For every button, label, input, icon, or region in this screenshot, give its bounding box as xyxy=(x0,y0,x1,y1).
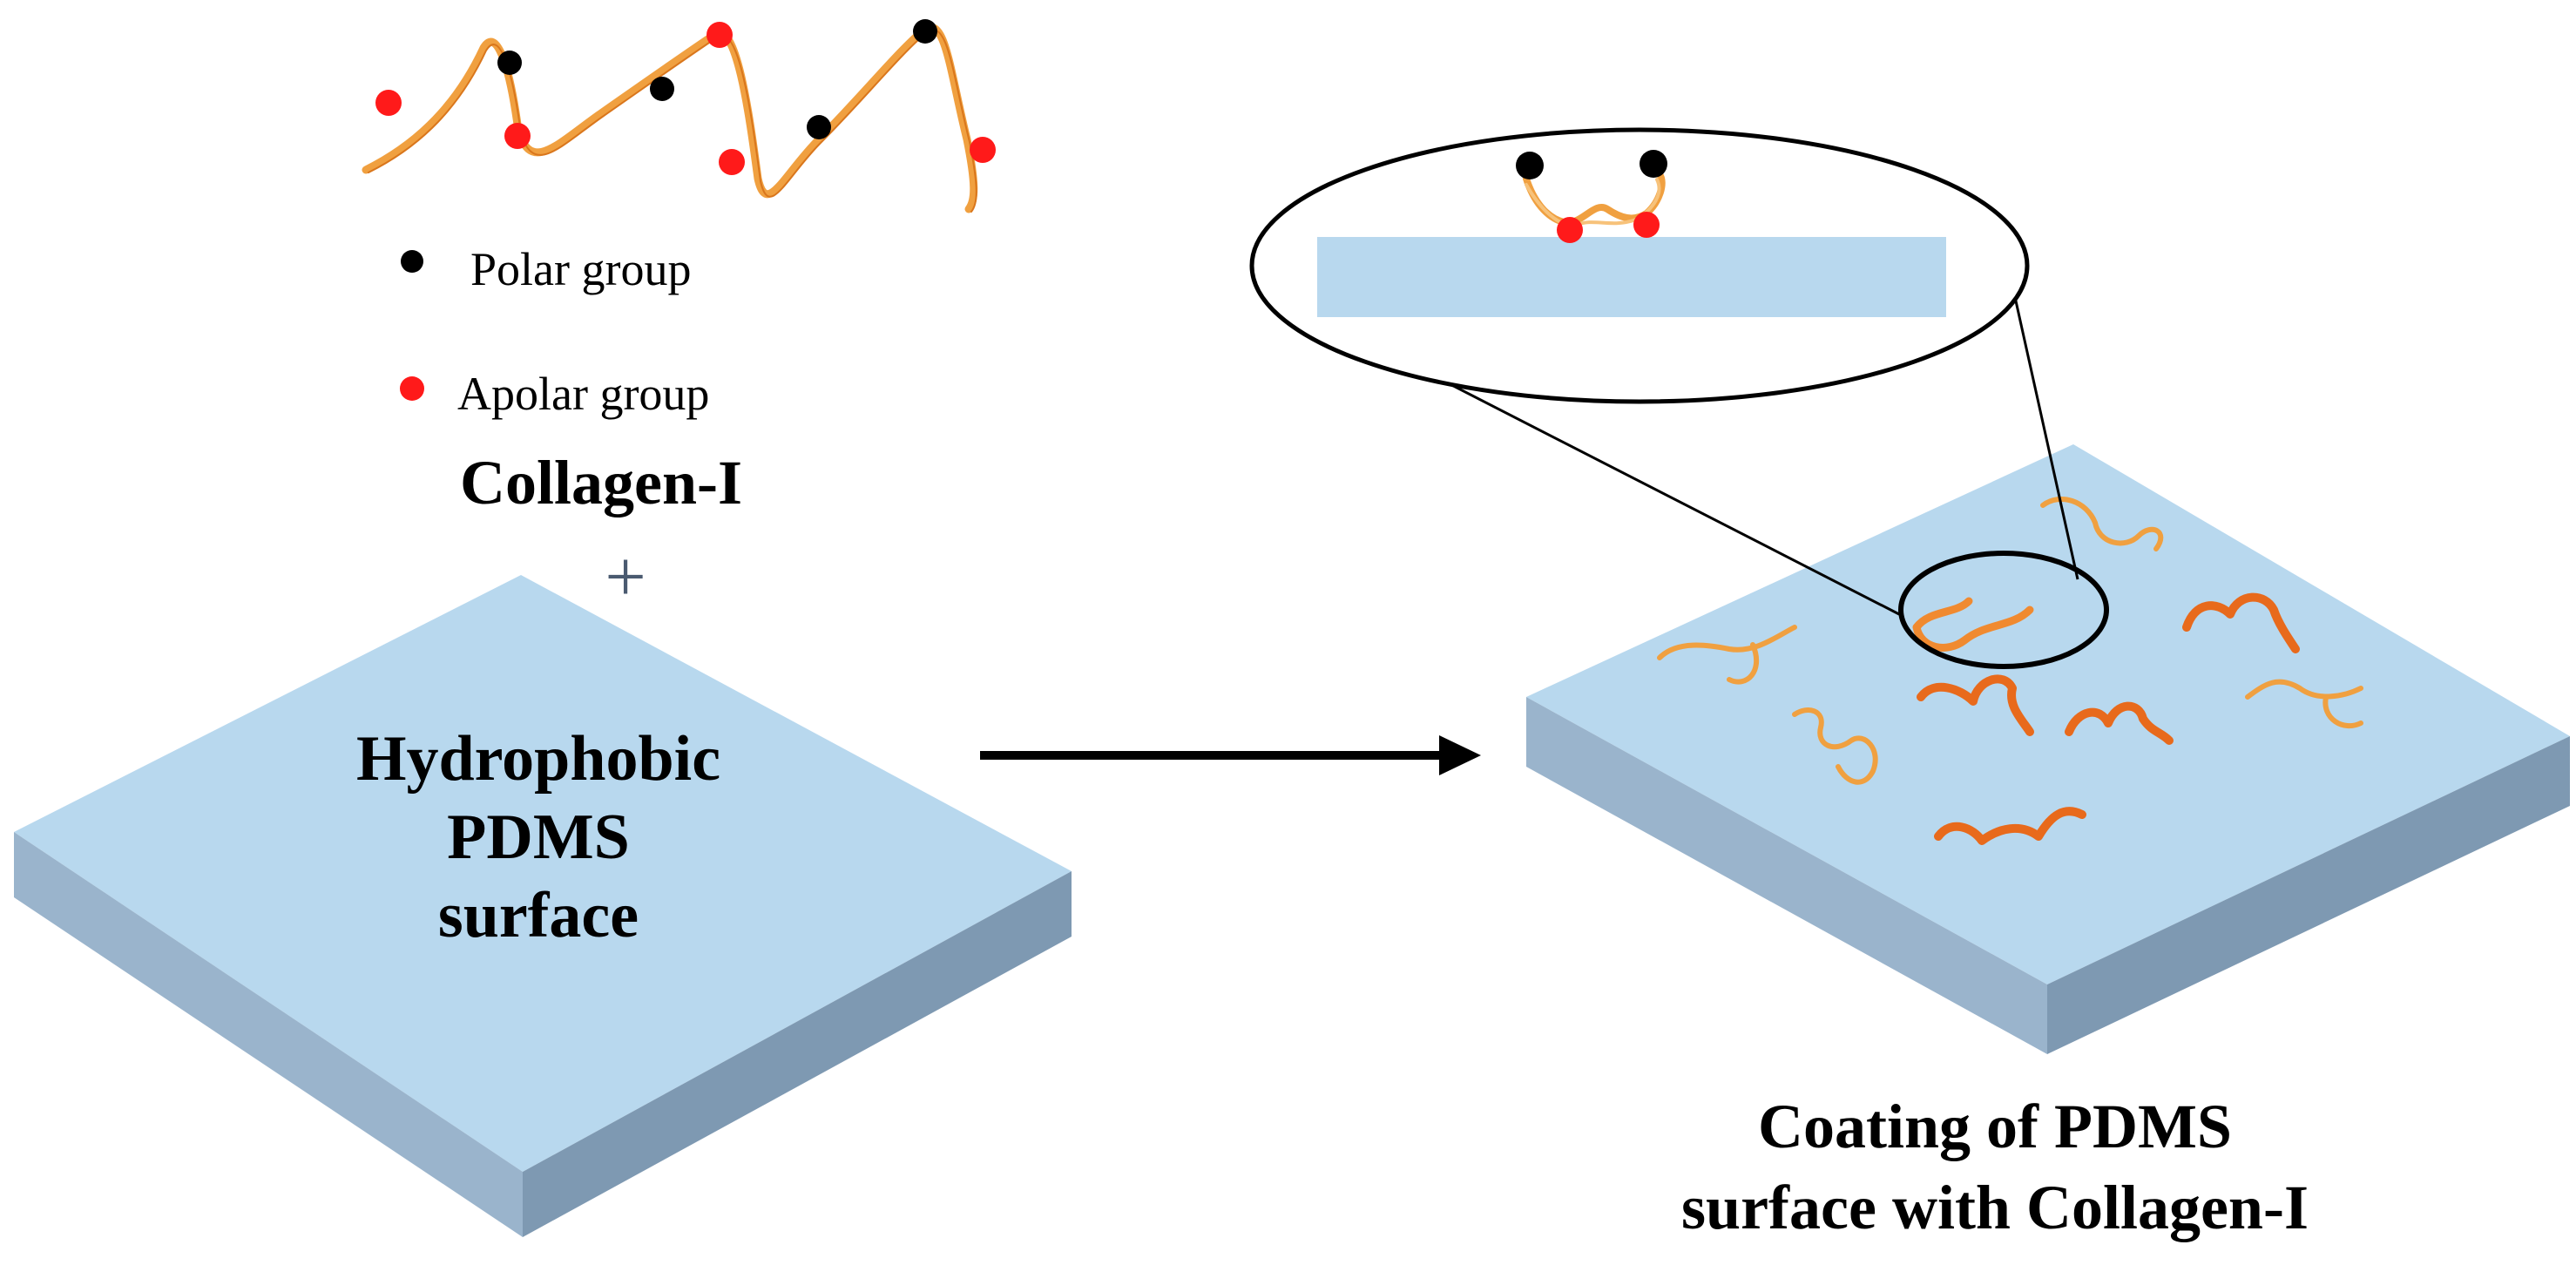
zoom-inset-surface xyxy=(1317,237,1946,317)
right-slab-side-right xyxy=(2047,736,2570,1054)
left-slab-side-right xyxy=(523,871,1072,1237)
surface-strand xyxy=(2065,701,2174,745)
zoom-apolar-dot xyxy=(1633,212,1660,238)
polar-dot xyxy=(913,19,937,44)
zoom-inset xyxy=(1249,127,2030,404)
apolar-dot xyxy=(375,90,402,116)
surface-strand xyxy=(2040,496,2164,551)
apolar-legend-dot xyxy=(400,376,424,401)
polar-legend-label: Polar group xyxy=(470,243,691,295)
left-surface-line-2: PDMS xyxy=(447,802,630,873)
plus-sign: + xyxy=(605,537,646,618)
apolar-dot xyxy=(719,149,745,175)
zoom-polar-dot xyxy=(1516,152,1544,179)
surface-strand xyxy=(1657,625,1797,685)
zoom-connector-right xyxy=(2006,265,2079,580)
polar-dot xyxy=(497,51,522,75)
zoom-polar-dot xyxy=(1640,150,1667,178)
left-slab-top xyxy=(14,575,1072,1172)
apolar-legend-label: Apolar group xyxy=(457,368,709,420)
result-caption-line-1: Coating of PDMS xyxy=(1758,1092,2232,1161)
left-slab-side-left xyxy=(14,832,523,1237)
zoom-apolar-dot xyxy=(1557,217,1583,243)
polar-dot xyxy=(650,77,674,101)
process-arrow xyxy=(980,735,1481,775)
right-slab-top xyxy=(1526,444,2570,984)
surface-strand xyxy=(1792,707,1878,785)
surface-strand xyxy=(1917,674,2034,736)
right-pdms-slab xyxy=(1526,444,2570,1054)
surface-strand xyxy=(1912,597,2034,652)
zoom-connector-left xyxy=(1393,354,1900,616)
left-surface-line-3: surface xyxy=(438,880,639,951)
polar-legend-dot xyxy=(401,250,423,273)
collagen-label: Collagen-I xyxy=(460,448,742,518)
apolar-dot xyxy=(970,137,996,163)
polar-dot xyxy=(807,115,831,139)
surface-collagen-strands xyxy=(1657,496,2363,845)
collagen-molecule xyxy=(362,19,996,213)
legend: Polar group Apolar group xyxy=(400,243,709,420)
zoom-selection-circle xyxy=(1898,551,2109,669)
arrow-head xyxy=(1439,735,1481,775)
apolar-dot xyxy=(504,123,531,149)
collagen-strand xyxy=(362,23,978,213)
result-caption-line-2: surface with Collagen-I xyxy=(1681,1173,2309,1242)
surface-strand xyxy=(2182,592,2300,653)
right-slab-side-left xyxy=(1526,697,2047,1054)
left-pdms-slab xyxy=(14,575,1072,1237)
surface-strand xyxy=(2245,679,2363,729)
left-surface-line-1: Hydrophobic xyxy=(356,723,720,795)
apolar-dot xyxy=(707,22,733,48)
surface-strand xyxy=(1934,807,2086,845)
